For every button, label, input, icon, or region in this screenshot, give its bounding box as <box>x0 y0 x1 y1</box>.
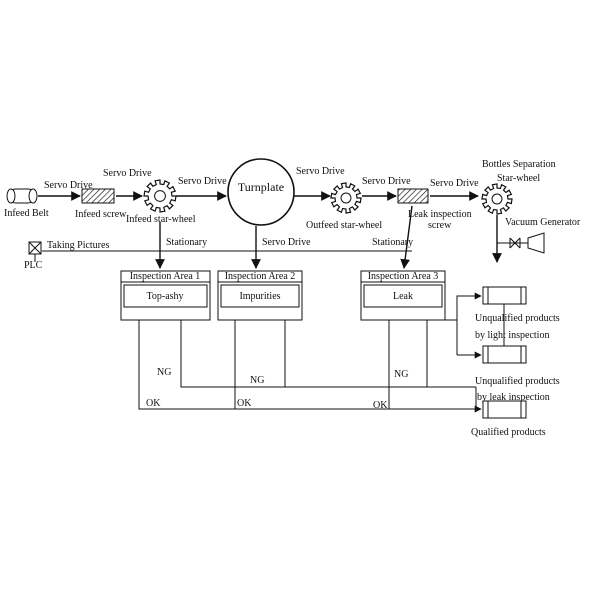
servo-drive-label-2: Servo Drive <box>103 168 152 179</box>
separation-label-2: Star-wheel <box>497 173 540 184</box>
separation-label-1: Bottles Separation <box>482 159 556 170</box>
ok-label-3: OK <box>373 400 388 411</box>
infeed-belt-icon <box>6 188 38 204</box>
outfeed-star-wheel-icon <box>330 182 362 214</box>
inspection-area-3-title: Inspection Area 3 <box>368 271 439 282</box>
ng-label-2: NG <box>250 375 264 386</box>
qualified-products-label: Qualified products <box>471 427 546 438</box>
infeed-screw-label: Infeed screw <box>75 209 127 220</box>
servo-drive-label-6: Servo Drive <box>430 178 479 189</box>
qualified-bin <box>482 400 527 419</box>
unqualified-leak-label-2: by leak inspection <box>477 392 550 403</box>
servo-drive-label-5: Servo Drive <box>362 176 411 187</box>
outfeed-star-wheel-label: Outfeed star-wheel <box>306 220 382 231</box>
leak-inspection-screw-icon <box>397 188 429 204</box>
inspection-area-1 <box>120 270 211 321</box>
infeed-star-wheel-label: Infeed star-wheel <box>126 214 196 225</box>
leak-label: Leak <box>393 291 413 302</box>
servo-drive-label-4: Servo Drive <box>296 166 345 177</box>
servo-drive-label-3: Servo Drive <box>178 176 227 187</box>
valve-icon <box>509 237 521 249</box>
area-1-ok-line <box>138 320 476 410</box>
leak-inspection-screw-label-1: Leak inspection <box>408 209 472 220</box>
stationary-label-1: Stationary <box>166 237 207 248</box>
camera-icon <box>28 241 42 255</box>
ng-label-3: NG <box>394 369 408 380</box>
top-ashy-label: Top-ashy <box>146 291 183 302</box>
servo-drive-label-1: Servo Drive <box>44 180 93 191</box>
ok-label-1: OK <box>146 398 161 409</box>
impurities-label: Impurities <box>239 291 280 302</box>
unqualified-light-label-2: by light inspection <box>475 330 549 341</box>
infeed-screw-icon <box>81 188 115 204</box>
turnplate-label: Turnplate <box>238 180 284 194</box>
area-1-ng-line <box>180 320 476 388</box>
stationary-label-2: Stationary <box>372 237 413 248</box>
infeed-star-wheel-icon <box>143 179 177 213</box>
vacuum-generator-icon <box>527 232 545 254</box>
inspection-area-1-title: Inspection Area 1 <box>130 271 201 282</box>
vacuum-generator-label: Vacuum Generator <box>505 217 581 228</box>
plc-label: PLC <box>24 260 43 271</box>
leak-inspection-screw-label-2: screw <box>428 220 452 231</box>
ok-label-2: OK <box>237 398 252 409</box>
leak-reject-bin <box>482 345 527 364</box>
light-reject-bin <box>482 286 527 305</box>
unqualified-leak-label-1: Unqualified products <box>475 376 560 387</box>
inspection-area-3 <box>360 270 446 321</box>
ng-label-1: NG <box>157 367 171 378</box>
separation-star-wheel-icon <box>481 183 513 215</box>
servo-drive-label-7: Servo Drive <box>262 237 311 248</box>
taking-pictures-label: Taking Pictures <box>47 240 109 251</box>
inspection-area-2-title: Inspection Area 2 <box>225 271 296 282</box>
arrow-to-area-3 <box>400 205 413 269</box>
turnplate-circle <box>227 158 295 226</box>
inspection-area-2 <box>217 270 303 321</box>
arrow-to-light-reject <box>456 292 482 320</box>
unqualified-light-label-1: Unqualified products <box>475 313 560 324</box>
infeed-belt-label: Infeed Belt <box>4 208 49 219</box>
